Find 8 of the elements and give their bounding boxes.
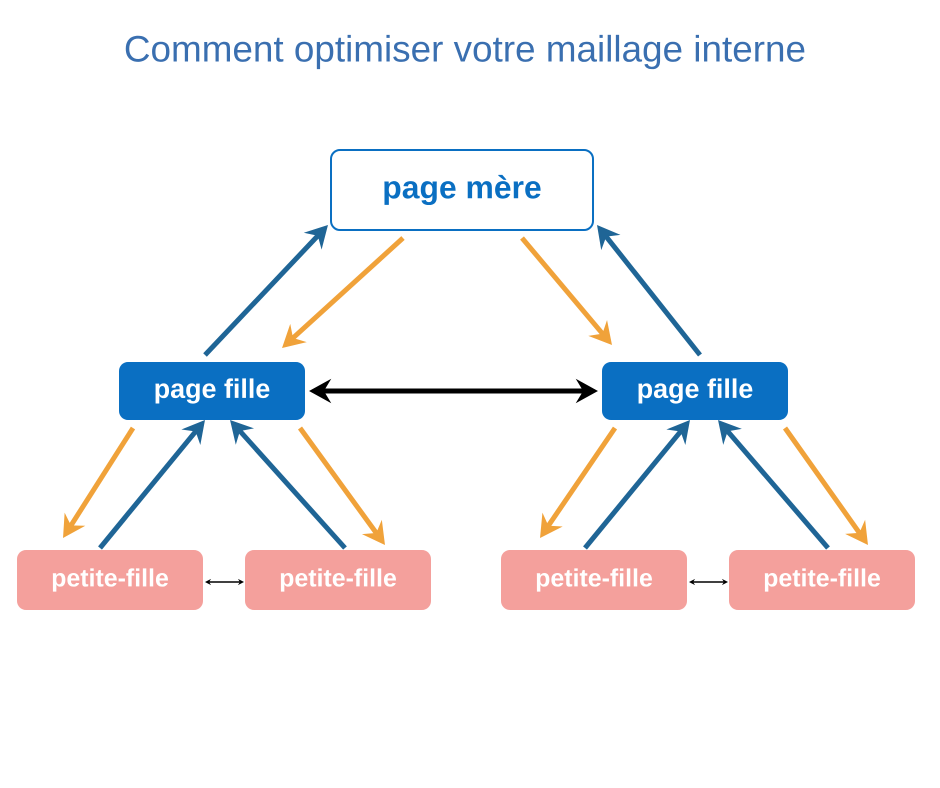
grandchild-page-box: petite-fille [245, 550, 431, 610]
grandchild-page-box: petite-fille [17, 550, 203, 610]
title: Comment optimiser votre maillage interne [126, 34, 804, 70]
grandchild-page-box: petite-fille [501, 550, 687, 610]
child-page-box: page fille [119, 362, 305, 420]
grandchild-page-box: petite-fille [729, 550, 915, 610]
child-page-box: page fille [602, 362, 788, 420]
parent-page-box: page mère [330, 149, 594, 231]
